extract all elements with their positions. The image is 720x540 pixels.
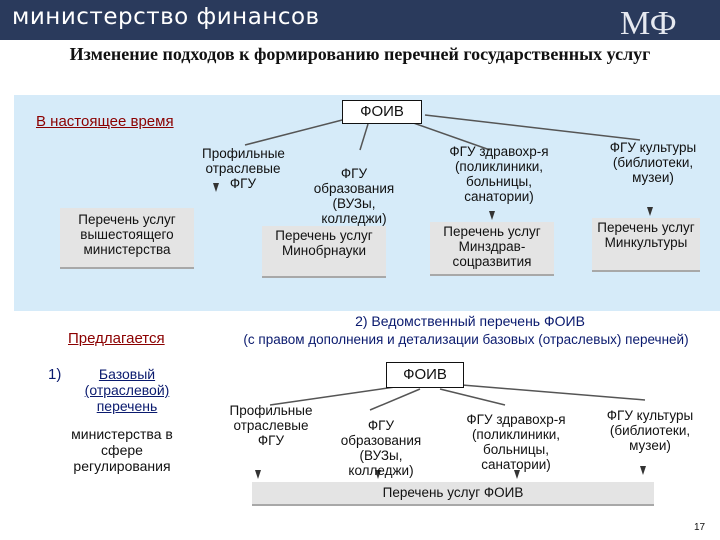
list-minobr: Перечень услуг Минобрнауки <box>262 226 386 278</box>
fgu-culture-proposed: ФГУ культуры (библиотеки, музеи) <box>606 408 694 453</box>
connector-line <box>404 119 491 151</box>
ministry-name: министерство финансов <box>12 4 320 30</box>
arrow-icon <box>375 470 381 479</box>
page-title: Изменение подходов к формированию перечн… <box>69 44 651 64</box>
proposed-label: Предлагается <box>68 330 165 347</box>
fgu-education-current: ФГУ образования (ВУЗы, колледжи) <box>313 166 395 226</box>
item1-link-text[interactable]: Базовый (отраслевой) перечень <box>84 366 170 414</box>
connector-line <box>244 117 351 146</box>
page-number: 17 <box>694 522 706 533</box>
list-foiv: Перечень услуг ФОИВ <box>252 482 654 506</box>
fgu-health-proposed: ФГУ здравохр-я (поликлиники, больницы, с… <box>466 412 566 472</box>
item1-link: Базовый (отраслевой) перечень <box>62 366 192 414</box>
arrow-icon <box>255 470 261 479</box>
profile-sectors-proposed: Профильные отраслевые ФГУ <box>229 403 313 448</box>
foiv-box-current: ФОИВ <box>342 100 422 124</box>
current-label: В настоящее время <box>36 113 174 130</box>
connector-line <box>369 388 421 411</box>
fgu-health-current: ФГУ здравохр-я (поликлиники, больницы, с… <box>449 144 549 204</box>
list-minzdrav: Перечень услуг Минздрав-соцразвития <box>430 222 554 276</box>
connector-line <box>269 386 396 406</box>
item2-title: 2) Ведомственный перечень ФОИВ <box>355 313 585 329</box>
arrow-icon <box>489 211 495 220</box>
list-parent-ministry: Перечень услуг вышестоящего министерства <box>60 208 194 269</box>
header-bar <box>0 0 720 40</box>
item1-rest: министерства в сфере регулирования <box>71 426 173 474</box>
fgu-education-proposed: ФГУ образования (ВУЗы, колледжи) <box>340 418 422 478</box>
item2-note: (с правом дополнения и детализации базов… <box>243 332 689 347</box>
ministry-logo: МФ <box>620 5 677 39</box>
connector-line <box>359 123 369 151</box>
list-minkult: Перечень услуг Минкультуры <box>592 218 700 272</box>
logo-text: МФ <box>620 5 677 39</box>
connector-line <box>424 114 641 141</box>
foiv-box-proposed: ФОИВ <box>386 362 464 388</box>
connector-line <box>461 384 646 401</box>
item1-number: 1) <box>48 366 62 383</box>
profile-sectors-current: Профильные отраслевые ФГУ <box>202 146 285 191</box>
arrow-icon <box>213 183 219 192</box>
arrow-icon <box>514 470 520 479</box>
fgu-culture-current: ФГУ культуры (библиотеки, музеи) <box>609 140 697 185</box>
connector-line <box>439 388 506 406</box>
arrow-icon <box>647 207 653 216</box>
arrow-icon <box>640 466 646 475</box>
